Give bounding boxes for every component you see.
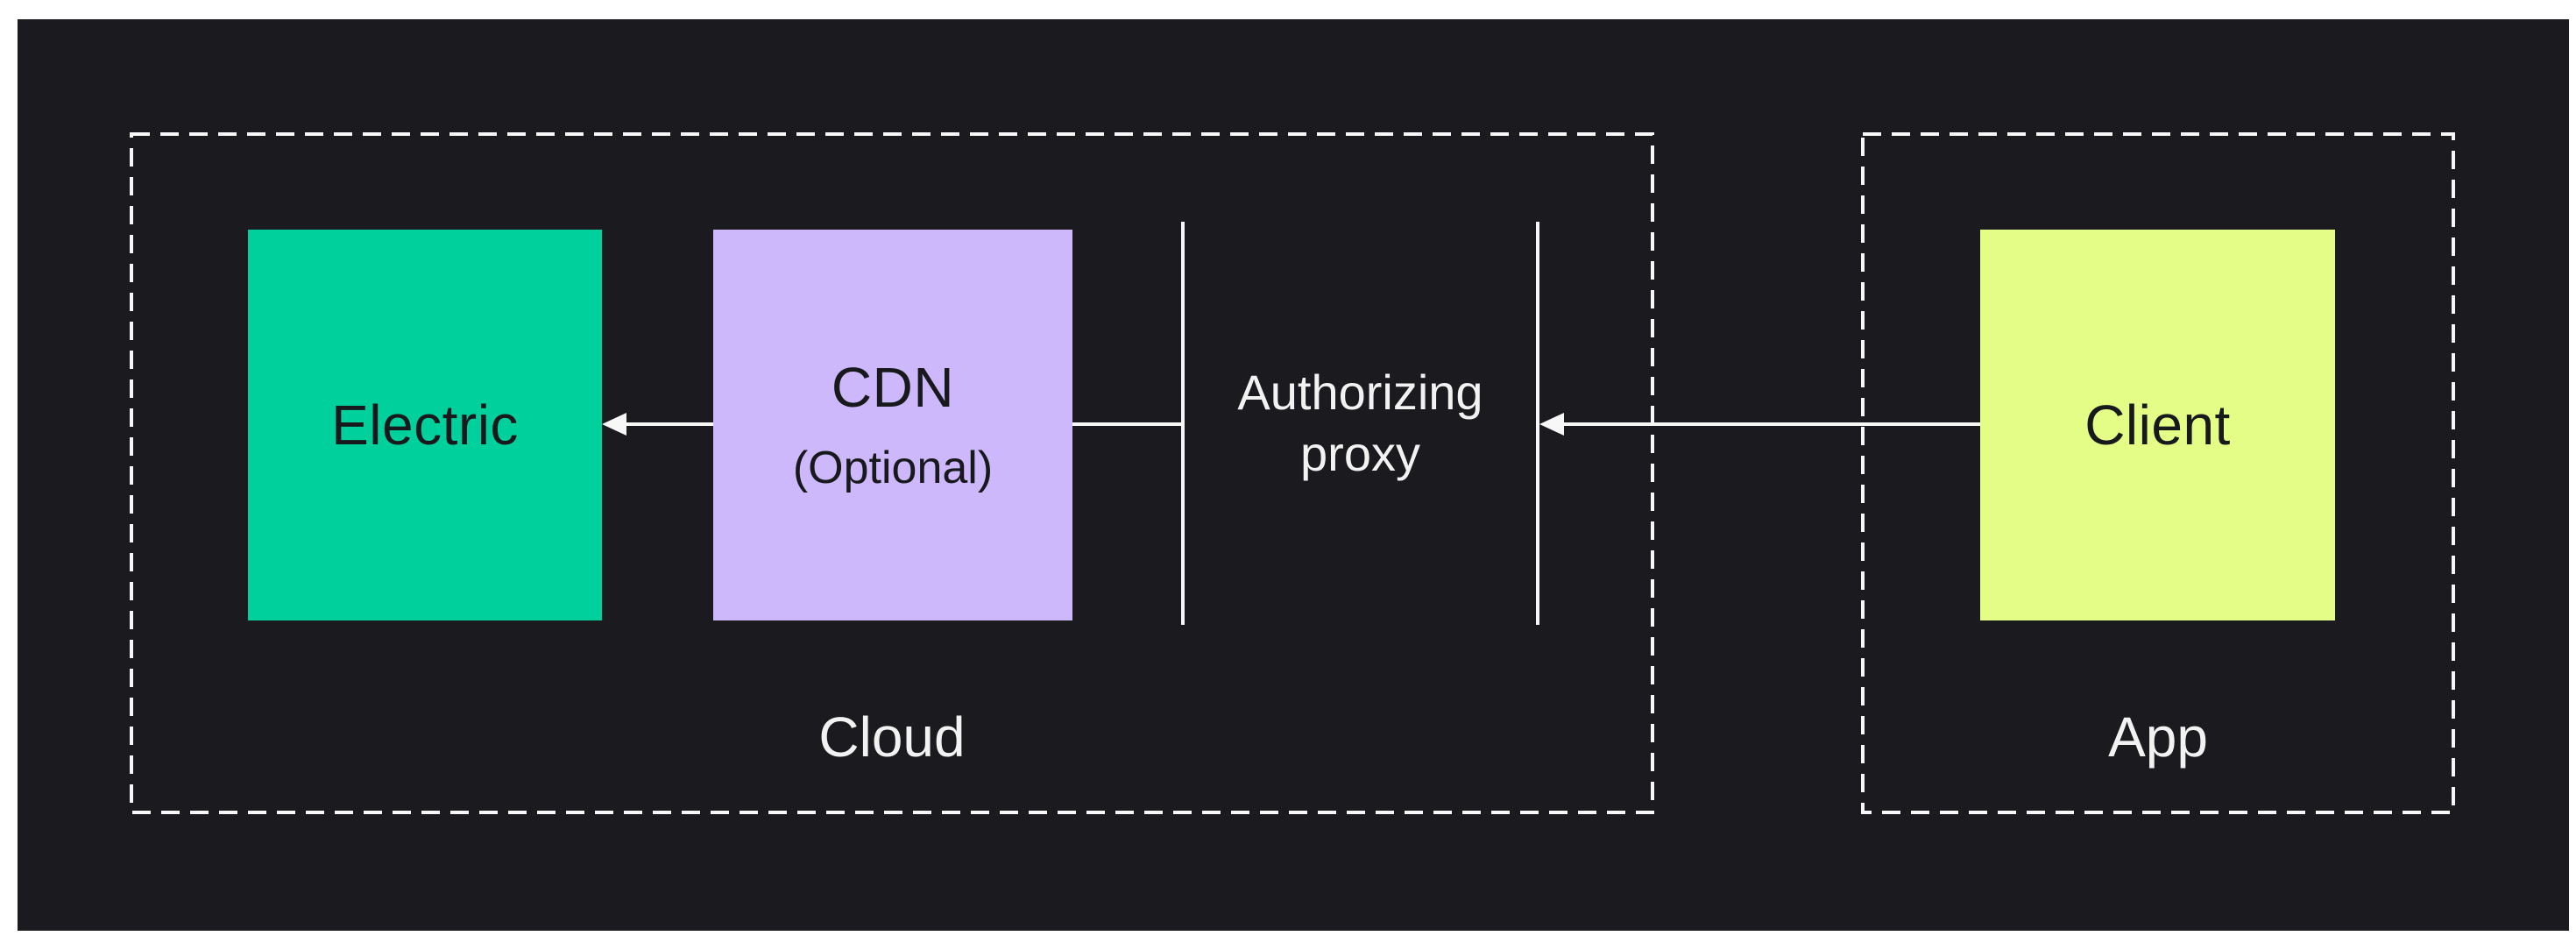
app-group-border [1861, 132, 2455, 814]
proxy-right-delimiter-line [1536, 222, 1539, 625]
edge-line [626, 422, 713, 426]
app-group-dashed-rect [1861, 132, 2455, 814]
electric-node-label: Electric [331, 393, 519, 457]
client-node-label: Client [2084, 393, 2231, 457]
client-node: Client [1980, 230, 2335, 620]
edge-cdn-to-electric [602, 413, 713, 436]
proxy-node: Authorizing proxy [1185, 222, 1536, 625]
proxy-node-label: Authorizing proxy [1237, 365, 1483, 481]
edge-client-to-proxy [1539, 413, 1980, 436]
cdn-node-label: CDN [831, 356, 955, 419]
edge-line [1564, 422, 1980, 426]
arrowhead-left-icon [602, 413, 626, 436]
cdn-node: CDN (Optional) [713, 230, 1072, 620]
electric-node: Electric [248, 230, 602, 620]
cdn-node-sublabel: (Optional) [792, 443, 994, 493]
proxy-left-delimiter-line [1181, 222, 1185, 625]
cloud-group-dashed-rect [130, 132, 1654, 814]
arrowhead-left-icon [1539, 413, 1564, 436]
cloud-group-label: Cloud [818, 705, 966, 769]
edge-proxy-to-cdn [1072, 422, 1181, 426]
app-group-label: App [2108, 705, 2208, 769]
cloud-group-border [130, 132, 1654, 814]
diagram-canvas: Electric CDN (Optional) Authorizing prox… [18, 19, 2569, 931]
